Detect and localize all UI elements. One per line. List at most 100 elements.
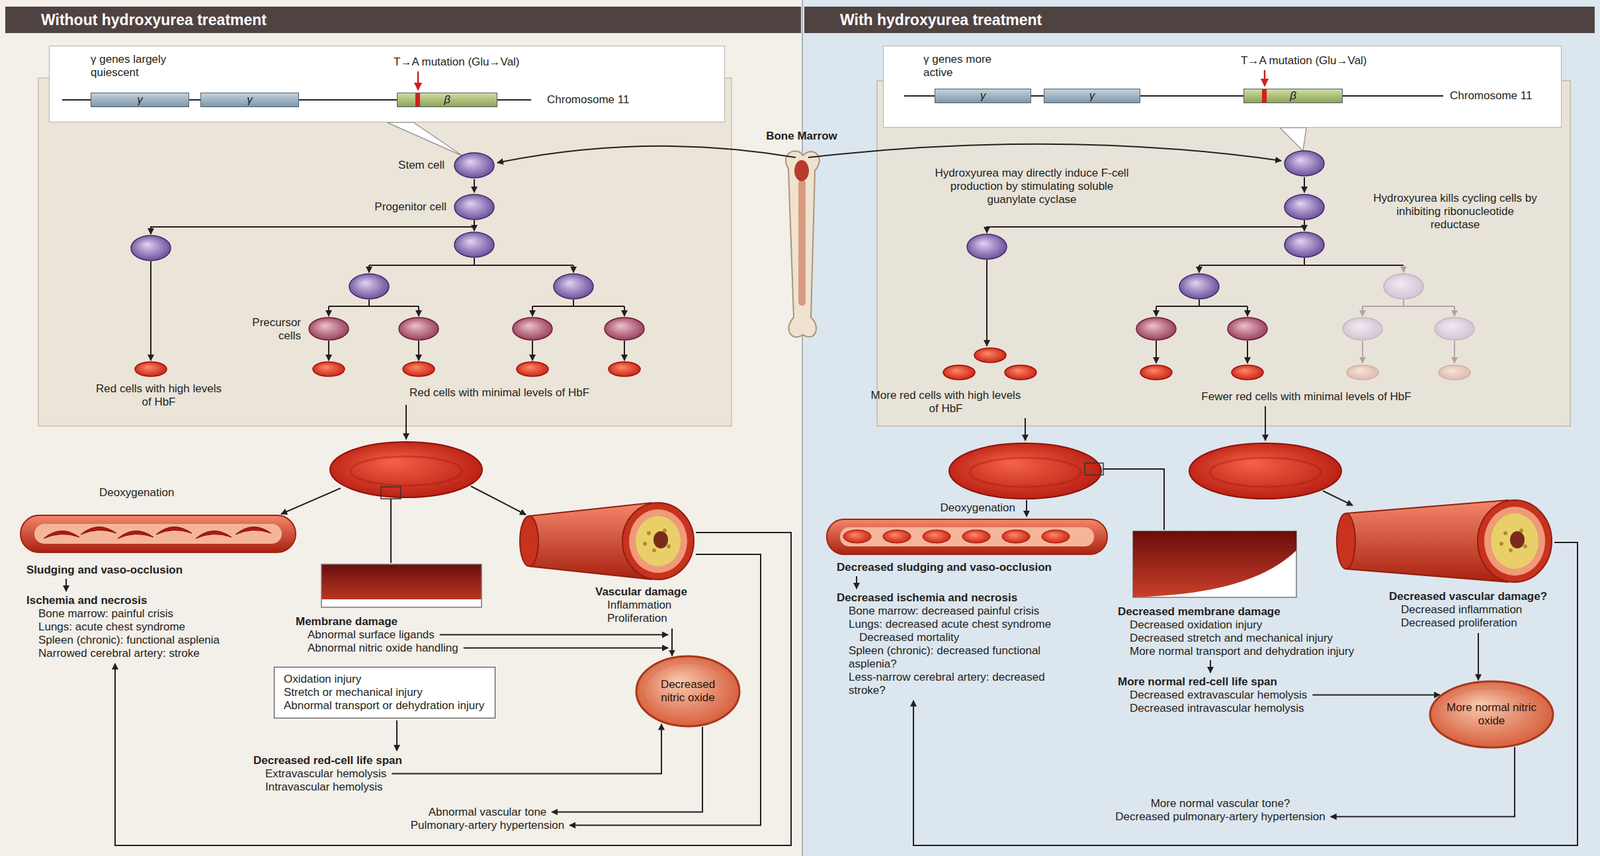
annotation-text: Spleen (chronic): functional asplenia <box>26 633 225 647</box>
blood-cell <box>1227 317 1268 340</box>
flow-arrow <box>551 726 703 813</box>
gene-box: γ <box>1043 88 1141 104</box>
blood-cell <box>402 361 435 377</box>
marrow <box>798 179 806 306</box>
bone-to-stem-arrow <box>497 146 796 163</box>
node-text: More normal nitric oxide <box>1445 701 1538 728</box>
flow-arrow <box>1322 490 1353 506</box>
zoom-line <box>1103 468 1165 530</box>
node-text: With hydroxyurea treatment <box>840 10 1042 30</box>
plaque-spot <box>646 531 651 536</box>
text-column: Vascular damageInflammationProliferation <box>595 585 728 626</box>
lineage-arrow <box>473 257 475 266</box>
annotation-text: Progenitor cell <box>374 200 447 214</box>
text-column: More normal vascular tone?Decreased pulm… <box>1115 797 1326 824</box>
plaque-spot <box>1503 531 1508 536</box>
blood-cell <box>967 234 1007 260</box>
annotation-text: Decreased extravascular hemolysis <box>1117 688 1373 702</box>
membrane-swatch <box>321 564 482 608</box>
annotation-text: Hydroxyurea may directly induce F-cell p… <box>932 166 1132 207</box>
red-blood-cell <box>883 529 911 544</box>
sickle-cell <box>195 530 232 539</box>
text-column: Fewer red cells with minimal levels of H… <box>1201 390 1411 404</box>
annotation-text: Decreased intravascular hemolysis <box>1117 701 1373 716</box>
blood-cell <box>553 273 594 299</box>
mutation-marker <box>1263 70 1266 86</box>
sickle-cell <box>80 526 117 535</box>
annotation-text: Decreased red-cell life span <box>253 754 465 768</box>
lineage-arrow <box>623 306 626 317</box>
panel-header: Without hydroxyurea treatment <box>5 6 801 34</box>
node-text: Oxidation injury <box>283 672 486 686</box>
plaque-spot <box>652 548 657 553</box>
arrow-spacer <box>1117 658 1373 676</box>
red-blood-cell <box>1002 529 1030 544</box>
artery-wall <box>1477 500 1552 583</box>
node-text: T→A mutation (Glu→Val) <box>1240 54 1368 68</box>
blood-cell <box>130 235 171 261</box>
red-blood-cell <box>949 443 1102 499</box>
blood-cell <box>1231 365 1264 380</box>
blood-vessel <box>826 519 1108 555</box>
lineage-arrow <box>1303 257 1306 266</box>
node-text: Abnormal transport or dehydration injury <box>283 699 486 713</box>
annotation-text: Red cells with minimal levels of HbF <box>409 386 590 400</box>
lineage-arrow <box>473 220 475 231</box>
lineage-arrow <box>531 306 534 317</box>
node-text: γ genes largely quiescent <box>90 52 210 80</box>
swatch-frame <box>321 564 482 608</box>
artery-lumen <box>1510 531 1525 549</box>
node-text: β <box>443 93 451 107</box>
artery-wall <box>622 502 694 580</box>
annotation-text: Abnormal surface ligands <box>295 628 524 642</box>
down-arrow <box>1117 658 1224 676</box>
lineage-arrow <box>1303 177 1306 193</box>
sickle-cell <box>43 530 80 539</box>
nitric-oxide-circle: More normal nitric oxide <box>1428 679 1555 749</box>
lineage-arrow <box>1402 299 1405 307</box>
sickle-cell <box>235 526 272 535</box>
zoom-box <box>1084 463 1104 475</box>
node-text: γ <box>136 93 143 107</box>
annotation-text: Decreased pulmonary-artery hypertension <box>1115 810 1326 824</box>
node-text: γ <box>246 93 253 107</box>
text-column: Red cells with minimal levels of HbF <box>409 386 590 400</box>
membrane-edge <box>321 599 482 608</box>
red-blood-cell <box>922 529 951 544</box>
flow-arrow <box>405 404 407 440</box>
flow-arrow <box>913 542 1578 846</box>
inset-pointer <box>1279 127 1307 151</box>
lineage-arrow <box>328 340 330 361</box>
red-blood-cell <box>1041 529 1070 544</box>
flow-arrow <box>470 486 526 515</box>
annotation-text: Decreased inflammation <box>1389 603 1552 617</box>
node-text: Decreased nitric oxide <box>648 677 727 705</box>
blood-cell <box>454 232 495 258</box>
lineage-arrow <box>473 179 475 193</box>
red-blood-cell <box>843 529 872 544</box>
node-text: β <box>1289 89 1297 103</box>
artery-lumen <box>653 531 669 549</box>
annotation-text: Extravascular hemolysis <box>253 767 465 781</box>
gene-box: β <box>396 92 498 108</box>
circle-outline <box>1430 681 1554 748</box>
annotation-text: Decreased mortality <box>836 631 1075 645</box>
arrow-spacer <box>836 574 1075 592</box>
lineage-arrow <box>150 261 152 361</box>
annotation-text: Precursor cells <box>234 316 301 343</box>
blood-cell <box>1284 232 1325 258</box>
flow-arrow <box>671 628 673 657</box>
gene-box: γ <box>90 92 190 108</box>
arrow-spacer <box>26 576 225 594</box>
artery-end <box>519 515 539 567</box>
blood-cell <box>398 317 439 340</box>
annotation-text: Ischemia and necrosis <box>26 593 225 608</box>
right-background <box>802 0 1600 856</box>
gene-box: β <box>1243 88 1343 104</box>
annotation-text: Membrane damage <box>295 615 524 629</box>
node-text: T→A mutation (Glu→Val) <box>393 55 520 69</box>
annotation-text: Narrowed cerebral artery: stroke <box>26 646 225 661</box>
flow-arrow <box>1477 632 1479 680</box>
